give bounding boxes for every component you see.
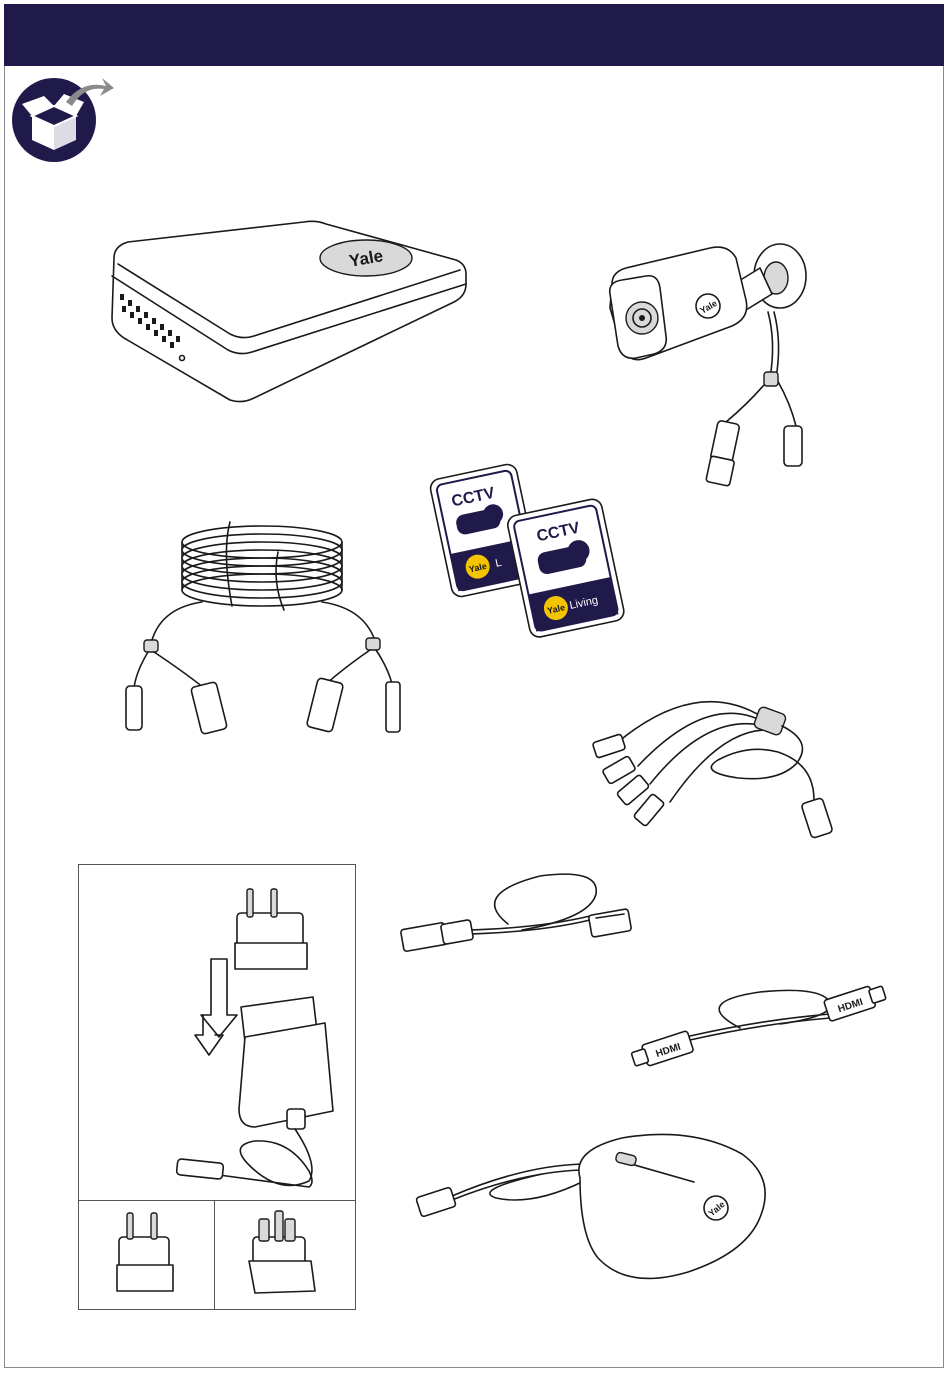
hdmi-cable: HDMI HDMI <box>630 980 890 1070</box>
sticker-front: CCTV Yale Living <box>506 497 626 638</box>
extension-cable-coil <box>112 512 412 752</box>
cctv-stickers: CCTV Yale L CCTV Yale Living <box>436 458 646 628</box>
header-bar <box>4 4 944 66</box>
power-adapter-frame <box>78 864 356 1310</box>
power-splitter-cable <box>578 682 848 848</box>
usb-mouse: Yale <box>412 1126 782 1296</box>
network-cable <box>390 864 640 960</box>
box-unpack-icon <box>10 74 116 164</box>
nvr-recorder: Yale <box>104 218 474 418</box>
